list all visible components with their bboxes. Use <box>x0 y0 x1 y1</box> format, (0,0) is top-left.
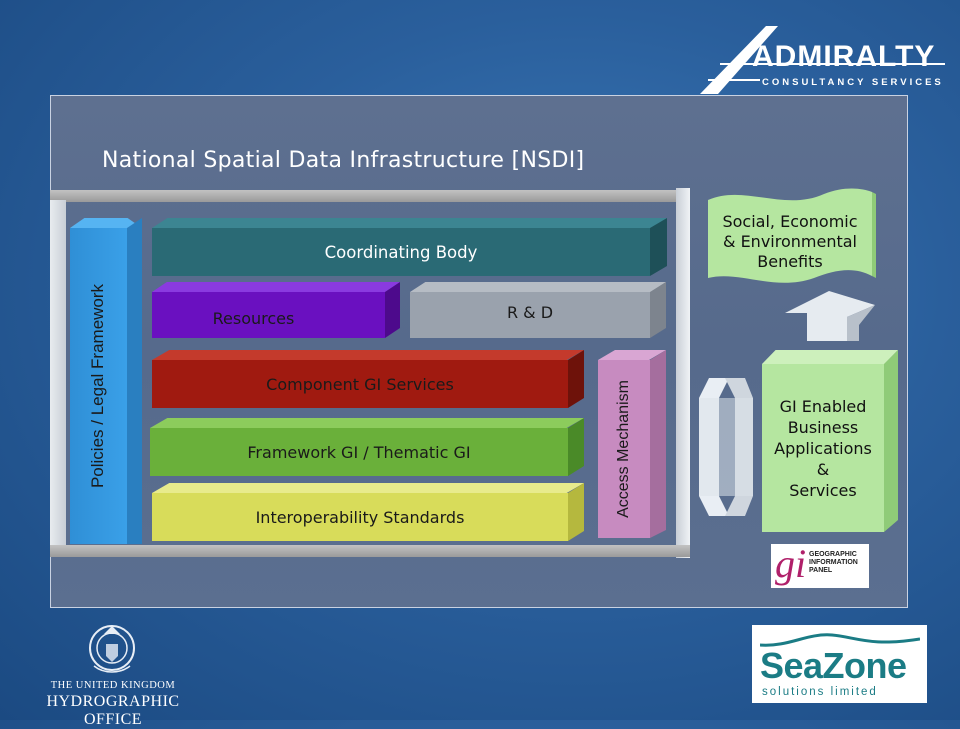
coordinating-body-label: Coordinating Body <box>324 242 478 262</box>
framework-gi-label: Framework GI / Thematic GI <box>247 442 471 462</box>
resources-top <box>152 282 400 292</box>
ukho-line1: THE UNITED KINGDOM <box>50 680 176 691</box>
frame-right-bar <box>676 188 690 558</box>
admiralty-wordmark: ADMIRALTY <box>752 40 936 73</box>
frame-top-bar <box>50 190 690 202</box>
r-and-d-label: R & D <box>506 302 554 322</box>
access-mechanism-label-wrap: Access Mechanism <box>598 360 650 538</box>
gi-enabled-text: GI Enabled Business Applications & Servi… <box>774 396 872 501</box>
frame-bottom-bar <box>50 545 690 557</box>
gi-panel-logo: gi GEOGRAPHIC INFORMATION PANEL <box>771 541 869 588</box>
gi-enabled-line: Services <box>789 480 857 500</box>
framework-gi-side <box>568 418 584 476</box>
ukho-text: THE UNITED KINGDOM HYDROGRAPHIC OFFICE <box>18 680 208 729</box>
diagram-title: National Spatial Data Infrastructure [NS… <box>102 148 585 173</box>
benefits-text: Social, Economic & Environmental Benefit… <box>704 212 876 272</box>
framework-gi-top <box>150 418 584 428</box>
ukho-line2: HYDROGRAPHIC OFFICE <box>46 693 180 728</box>
seazone-wordmark: SeaZone <box>760 645 907 686</box>
gi-panel-line: PANEL <box>809 567 833 574</box>
coordinating-body-top <box>152 218 667 228</box>
admiralty-logo: ADMIRALTY CONSULTANCY SERVICES <box>700 22 945 97</box>
benefits-line: Benefits <box>757 252 823 271</box>
interoperability-side <box>568 483 584 541</box>
r-and-d-side <box>650 282 666 338</box>
interoperability-top <box>152 483 584 493</box>
access-mechanism-block <box>598 360 650 538</box>
policies-block <box>70 228 127 544</box>
coordinating-body-block: Coordinating Body <box>152 228 650 276</box>
gi-panel-mark: gi <box>775 541 807 586</box>
benefits-line: Social, Economic <box>722 212 858 231</box>
seazone-wave-icon <box>760 633 920 647</box>
gi-enabled-line: Applications <box>774 438 872 458</box>
gi-enabled-side <box>884 350 898 532</box>
gi-panel-line: GEOGRAPHIC <box>809 551 857 558</box>
frame-left-bar <box>50 200 66 550</box>
component-gi-side <box>568 350 584 408</box>
gi-enabled-line: & <box>816 459 830 479</box>
policies-block-top <box>70 218 142 228</box>
seazone-subtitle: solutions limited <box>762 686 878 698</box>
admiralty-subtitle: CONSULTANCY SERVICES <box>762 77 944 88</box>
up-arrow-icon <box>785 291 875 341</box>
double-arrow-icon <box>699 378 753 516</box>
seazone-logo: SeaZone solutions limited <box>752 625 927 703</box>
resources-label: Resources <box>212 308 295 328</box>
gi-enabled-top <box>762 350 898 364</box>
resources-side <box>385 282 400 338</box>
gi-panel-line: INFORMATION <box>809 559 858 566</box>
r-and-d-top <box>410 282 666 292</box>
framework-gi-block: Framework GI / Thematic GI <box>150 428 568 476</box>
benefits-line: & Environmental <box>723 232 857 251</box>
access-mechanism-side <box>650 350 666 538</box>
gi-enabled-line: Business <box>787 417 859 437</box>
ukho-crest-icon <box>89 625 135 673</box>
resources-block: Resources <box>152 292 385 338</box>
component-gi-label: Component GI Services <box>266 374 454 394</box>
gi-enabled-block: GI Enabled Business Applications & Servi… <box>762 364 884 532</box>
benefits-banner-icon <box>708 188 876 283</box>
access-mechanism-top <box>598 350 666 360</box>
coordinating-body-side <box>650 218 667 276</box>
component-gi-block: Component GI Services <box>152 360 568 408</box>
gi-enabled-line: GI Enabled <box>779 396 867 416</box>
r-and-d-block: R & D <box>410 292 650 338</box>
policies-block-label: Policies / Legal Framework <box>70 228 127 544</box>
policies-text: Policies / Legal Framework <box>88 283 108 489</box>
interoperability-block: Interoperability Standards <box>152 493 568 541</box>
component-gi-top <box>152 350 584 360</box>
interoperability-label: Interoperability Standards <box>255 507 465 527</box>
admiralty-swoosh-icon <box>700 26 945 94</box>
access-mechanism-label: Access Mechanism <box>615 380 633 518</box>
gi-panel-text: GEOGRAPHIC INFORMATION PANEL <box>809 551 858 575</box>
policies-block-side <box>127 218 142 544</box>
